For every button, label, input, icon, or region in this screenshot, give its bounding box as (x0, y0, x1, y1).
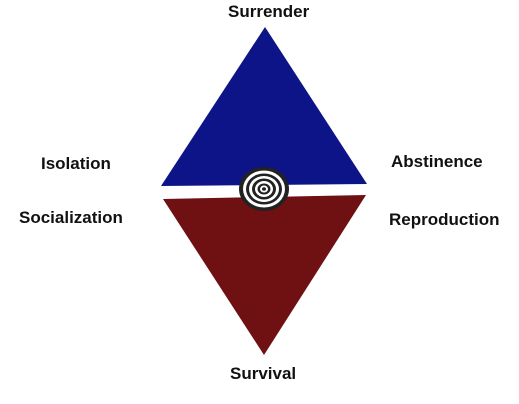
upper-triangle (161, 27, 367, 186)
label-isolation: Isolation (41, 154, 111, 173)
label-abstinence: Abstinence (391, 152, 483, 171)
spiral-icon (239, 167, 289, 211)
label-reproduction: Reproduction (389, 210, 500, 229)
label-socialization: Socialization (19, 208, 123, 227)
label-surrender: Surrender (228, 2, 310, 21)
lower-triangle (163, 195, 366, 355)
label-survival: Survival (230, 364, 297, 383)
